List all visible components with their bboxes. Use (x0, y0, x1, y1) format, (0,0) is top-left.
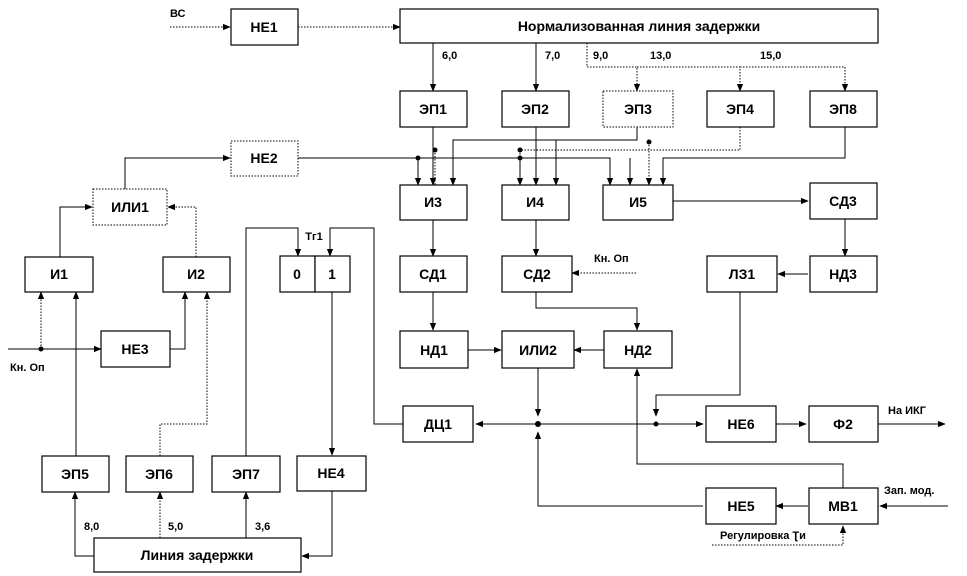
label-kn-op-right: Кн. Оп (594, 253, 629, 265)
label-tap-3-6: 3,6 (255, 521, 270, 533)
svg-text:И1: И1 (50, 266, 68, 282)
block-nd2: НД2 (603, 330, 673, 369)
block-ne4: НЕ4 (296, 455, 367, 492)
block-ne5: НЕ5 (705, 487, 777, 525)
block-i3: И3 (399, 184, 468, 221)
svg-text:0: 0 (293, 266, 301, 282)
svg-text:СД1: СД1 (419, 266, 447, 282)
label-kn-op-left: Кн. Оп (10, 362, 45, 374)
block-ep1: ЭП1 (399, 90, 468, 128)
block-trigger-tg1: 0 1 Тг1 (279, 231, 351, 293)
labels: ВС 6,0 7,0 9,0 13,0 15,0 Кн. Оп Кн. Оп Н… (10, 8, 934, 542)
svg-text:Ф2: Ф2 (833, 416, 853, 432)
wires (8, 23, 948, 560)
svg-text:СД2: СД2 (523, 266, 551, 282)
label-vs: ВС (170, 8, 186, 20)
svg-text:ЭП4: ЭП4 (726, 101, 754, 117)
block-dc1: ДЦ1 (402, 405, 474, 443)
block-ne1: НЕ1 (230, 8, 299, 46)
block-ne2: НЕ2 (230, 140, 299, 177)
svg-text:НД2: НД2 (624, 342, 652, 358)
svg-text:НД1: НД1 (420, 342, 448, 358)
svg-text:НЕ3: НЕ3 (121, 341, 148, 357)
block-i5: И5 (602, 184, 674, 221)
block-mv1: МВ1 (808, 487, 879, 525)
block-ep4: ЭП4 (706, 90, 775, 128)
svg-text:НЕ1: НЕ1 (250, 19, 277, 35)
block-ep8: ЭП8 (809, 90, 878, 128)
svg-text:И3: И3 (424, 194, 442, 210)
block-normalized-delay-line: Нормализованная линия задержки (399, 8, 879, 44)
svg-text:ЭП5: ЭП5 (61, 466, 89, 482)
svg-text:Тг1: Тг1 (305, 231, 322, 243)
block-ep3: ЭП3 (602, 90, 674, 128)
block-lz1: ЛЗ1 (706, 255, 778, 293)
block-ep7: ЭП7 (211, 455, 281, 493)
label-tap-5: 5,0 (168, 521, 183, 533)
block-f2: Ф2 (808, 405, 879, 443)
svg-text:ЛЗ1: ЛЗ1 (729, 266, 756, 282)
svg-text:НЕ4: НЕ4 (317, 465, 344, 481)
svg-text:Линия задержки: Линия задержки (141, 547, 254, 563)
block-i4: И4 (501, 184, 570, 221)
block-ili1: ИЛИ1 (92, 188, 168, 226)
svg-text:МВ1: МВ1 (828, 498, 858, 514)
block-i1: И1 (24, 256, 94, 293)
svg-text:1: 1 (328, 266, 336, 282)
svg-text:НЕ5: НЕ5 (727, 498, 754, 514)
svg-text:И2: И2 (187, 266, 205, 282)
svg-text:ЭП8: ЭП8 (829, 101, 857, 117)
block-sd1: СД1 (399, 255, 468, 293)
label-reg-ti: Регулировка Ʈи (720, 530, 806, 542)
label-zap-mod: Зап. мод. (884, 485, 934, 497)
svg-text:НЕ6: НЕ6 (727, 416, 754, 432)
block-i2: И2 (162, 256, 231, 293)
label-tap-13: 13,0 (650, 50, 671, 62)
svg-text:ИЛИ2: ИЛИ2 (519, 342, 557, 358)
svg-text:ЭП7: ЭП7 (232, 466, 260, 482)
svg-text:И4: И4 (526, 194, 544, 210)
block-sd2: СД2 (501, 255, 573, 293)
label-tap-15: 15,0 (760, 50, 781, 62)
block-delay-line: Линия задержки (93, 537, 302, 573)
svg-text:СД3: СД3 (829, 193, 857, 209)
svg-text:НД3: НД3 (829, 266, 857, 282)
svg-text:ЭП6: ЭП6 (145, 466, 173, 482)
label-tap-6: 6,0 (442, 50, 457, 62)
label-tap-8: 8,0 (84, 521, 99, 533)
block-ne6: НЕ6 (705, 405, 777, 443)
block-ep6: ЭП6 (125, 455, 194, 493)
label-tap-7: 7,0 (545, 50, 560, 62)
label-na-ikg: На ИКГ (888, 405, 927, 417)
svg-text:Нормализованная линия задержки: Нормализованная линия задержки (518, 18, 760, 34)
svg-text:ДЦ1: ДЦ1 (424, 416, 452, 432)
block-ili2: ИЛИ2 (501, 330, 575, 369)
block-ep5: ЭП5 (41, 455, 110, 493)
svg-text:ИЛИ1: ИЛИ1 (111, 199, 149, 215)
block-nd3: НД3 (809, 255, 878, 293)
svg-text:ЭП1: ЭП1 (419, 101, 447, 117)
block-sd3: СД3 (809, 182, 878, 220)
label-tap-9: 9,0 (593, 50, 608, 62)
block-ep2: ЭП2 (501, 90, 570, 128)
block-nd1: НД1 (399, 330, 469, 369)
svg-text:ЭП2: ЭП2 (521, 101, 549, 117)
svg-text:НЕ2: НЕ2 (250, 150, 277, 166)
svg-text:ЭП3: ЭП3 (624, 101, 652, 117)
block-ne3: НЕ3 (100, 330, 171, 368)
svg-text:И5: И5 (629, 194, 647, 210)
